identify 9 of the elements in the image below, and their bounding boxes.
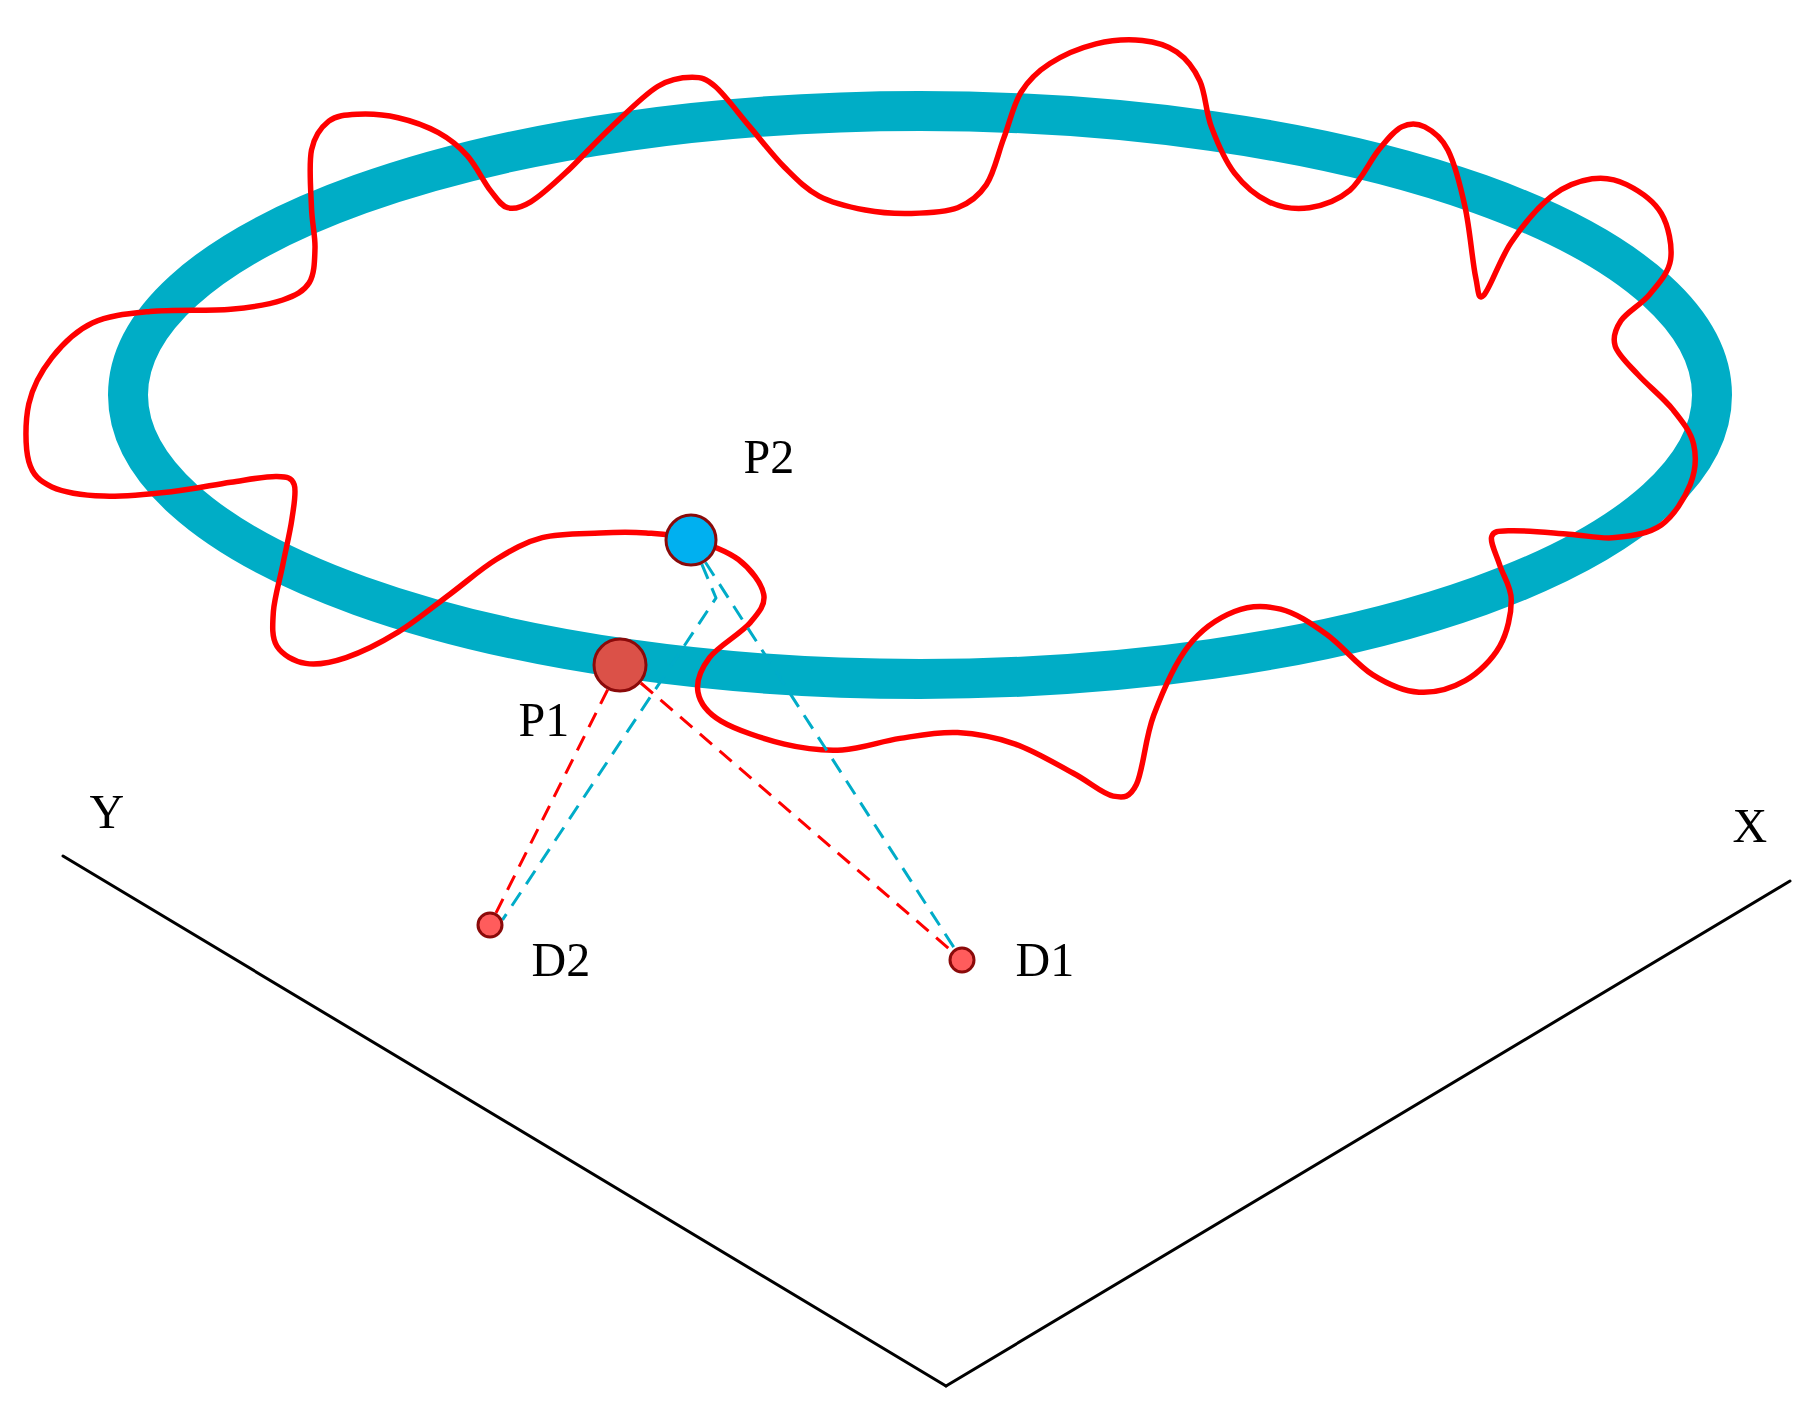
point-label: D1 (1015, 936, 1075, 984)
axis-label: X (1732, 802, 1768, 850)
point-label: P1 (518, 696, 570, 744)
axis-label: Y (89, 788, 125, 836)
dashed-line (501, 563, 718, 921)
point-label: D2 (531, 936, 591, 984)
dashed-line (494, 688, 610, 914)
dashed-line (704, 561, 956, 950)
point-label: P2 (743, 433, 795, 481)
